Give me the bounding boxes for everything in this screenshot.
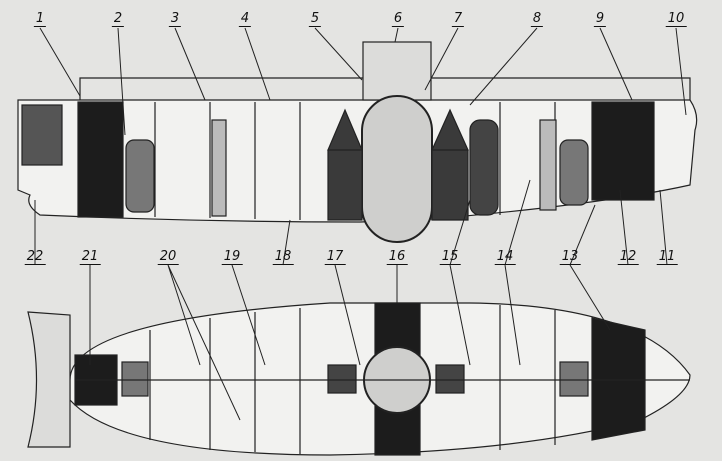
central-pressure-sphere <box>361 95 433 243</box>
stern-compartment <box>21 104 63 166</box>
battery-rack-aft <box>327 108 363 221</box>
callout-6: 6 <box>391 11 405 27</box>
ballast-hopper-aft <box>125 139 155 213</box>
callout-2: 2 <box>111 11 125 27</box>
callout-4: 4 <box>238 11 252 27</box>
float-tanks <box>469 119 499 216</box>
callout-16: 16 <box>386 249 408 265</box>
callout-11: 11 <box>656 249 678 265</box>
plan-ballast-fwd <box>591 317 646 441</box>
callout-13: 13 <box>559 249 581 265</box>
callout-17: 17 <box>324 249 346 265</box>
ballast-hopper-fwd <box>559 139 589 206</box>
callout-5: 5 <box>308 11 322 27</box>
callout-22: 22 <box>24 249 46 265</box>
callout-19: 19 <box>221 249 243 265</box>
callout-14: 14 <box>494 249 516 265</box>
callout-10: 10 <box>665 11 687 27</box>
callout-18: 18 <box>272 249 294 265</box>
conning-tower <box>362 41 432 101</box>
callout-15: 15 <box>439 249 461 265</box>
callout-9: 9 <box>593 11 607 27</box>
callout-1: 1 <box>33 11 47 27</box>
ballast-tank-fwd <box>591 101 655 201</box>
callout-7: 7 <box>451 11 465 27</box>
battery-rack-fwd <box>431 108 469 221</box>
ballast-tank-aft <box>77 101 124 218</box>
callout-12: 12 <box>617 249 639 265</box>
callout-3: 3 <box>168 11 182 27</box>
callout-20: 20 <box>157 249 179 265</box>
callout-8: 8 <box>530 11 544 27</box>
plan-stern-fin <box>27 311 71 448</box>
callout-21: 21 <box>79 249 101 265</box>
